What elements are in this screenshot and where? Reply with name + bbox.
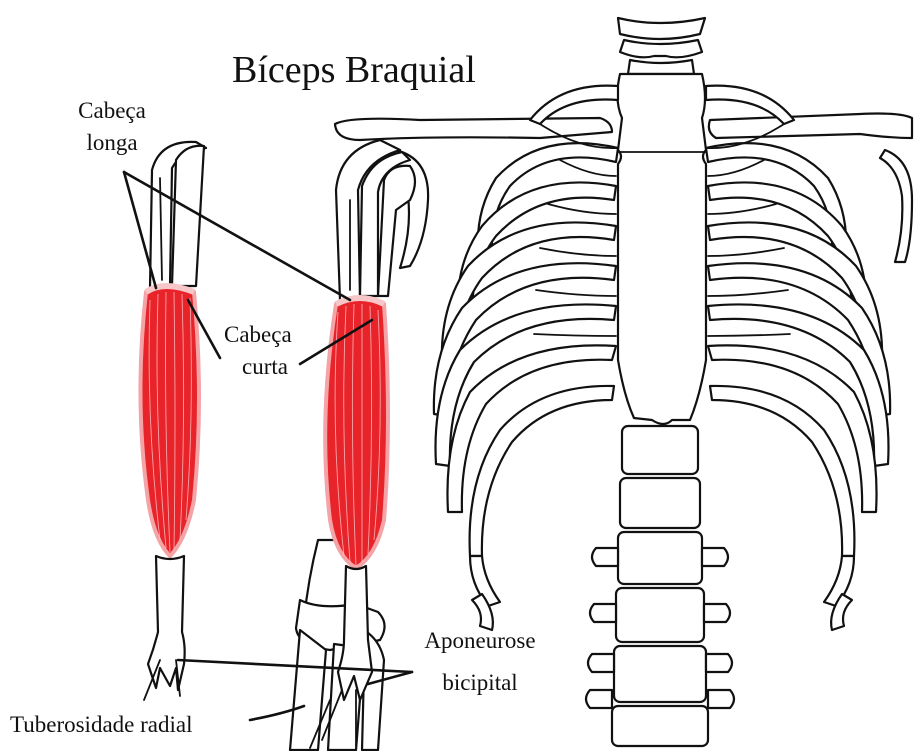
label-aponeurosis-line2: bicipital: [442, 670, 517, 695]
label-short-head-line2: curta: [242, 354, 288, 379]
left-ribs: [434, 86, 618, 630]
isolated-arm: [140, 142, 206, 700]
label-radial-tuberosity: Tuberosidade radial: [10, 712, 192, 737]
label-long-head-line2: longa: [86, 130, 137, 155]
right-ribs: [706, 86, 890, 630]
sternum: [617, 74, 706, 424]
attached-arm: [290, 140, 415, 750]
vertebral-column: [586, 426, 734, 746]
rib-cage: [335, 18, 912, 746]
biceps-muscle-attached: [325, 298, 388, 568]
diagram-title: Bíceps Braquial: [232, 49, 476, 91]
right-scapula: [880, 150, 912, 262]
label-short-head-line1: Cabeça: [224, 322, 292, 347]
label-aponeurosis-line1: Aponeurose: [424, 628, 535, 653]
label-long-head-line1: Cabeça: [78, 98, 146, 123]
cervical-vertebrae: [618, 18, 705, 74]
